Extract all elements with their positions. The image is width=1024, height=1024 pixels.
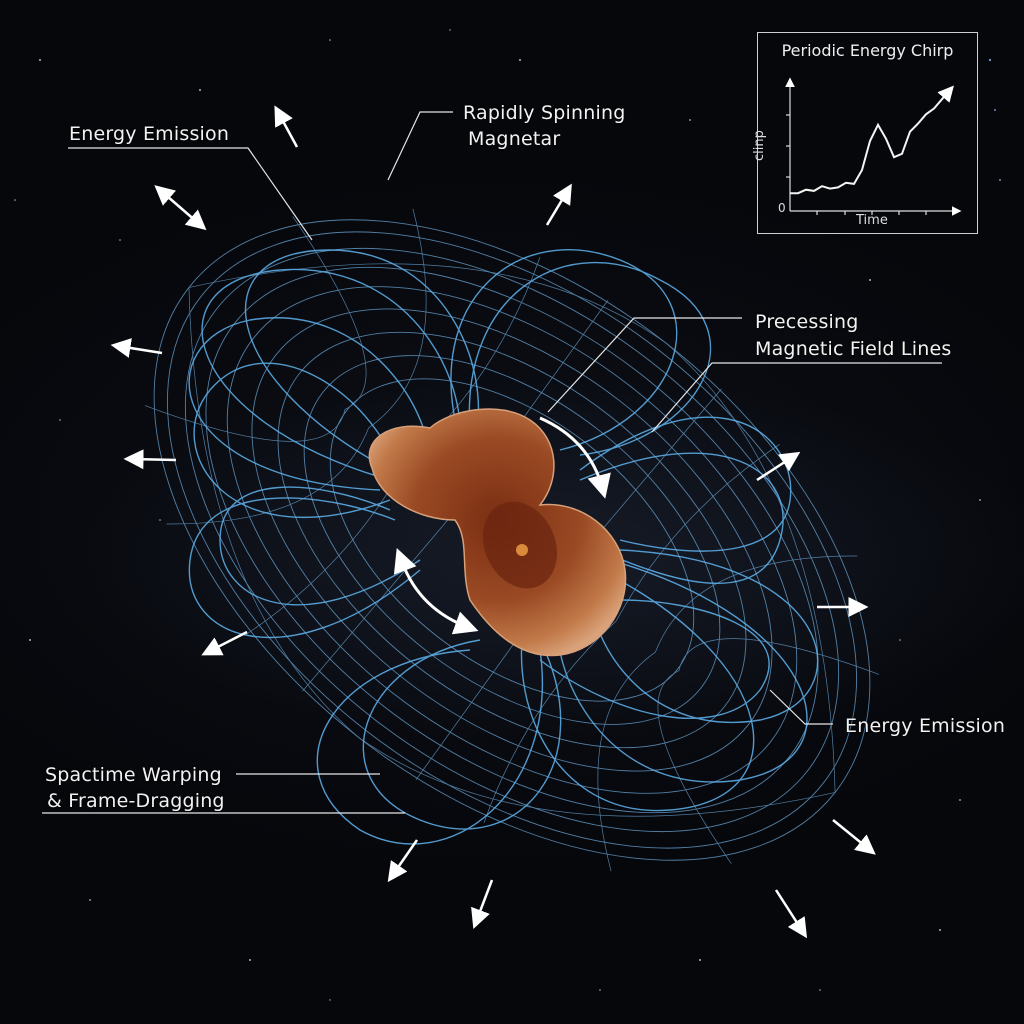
starfield	[14, 29, 1001, 1001]
magnetic-field-lines	[188, 249, 819, 845]
label-field-lines-line2: Magnetic Field Lines	[755, 338, 952, 360]
label-field-lines-line1: Precessing	[755, 311, 859, 333]
label-magnetar-line2: Magnetar	[468, 128, 561, 150]
label-magnetar-line1: Rapidly Spinning	[463, 102, 626, 124]
chirp-curve	[790, 85, 954, 195]
label-energy-emission-right: Energy Emission	[845, 715, 1006, 737]
label-spacetime-line1: Spactime Warping	[45, 764, 222, 786]
chart-plot	[785, 77, 962, 216]
rotation-arrows	[393, 416, 611, 635]
label-spacetime-line2: & Frame-Dragging	[47, 790, 225, 812]
chart-title: Periodic Energy Chirp	[781, 41, 954, 60]
chart-x-axis-label: Time	[856, 213, 888, 228]
leader-lines	[42, 111, 942, 814]
label-energy-emission-top: Energy Emission	[69, 123, 230, 145]
chart-zero-label: 0	[778, 201, 786, 215]
spacetime-grid	[144, 208, 880, 872]
emission-arrows	[110, 105, 876, 939]
magnetar-body	[368, 408, 627, 657]
inset-chart: Periodic Energy Chirp clinp 0 Time	[752, 32, 978, 234]
